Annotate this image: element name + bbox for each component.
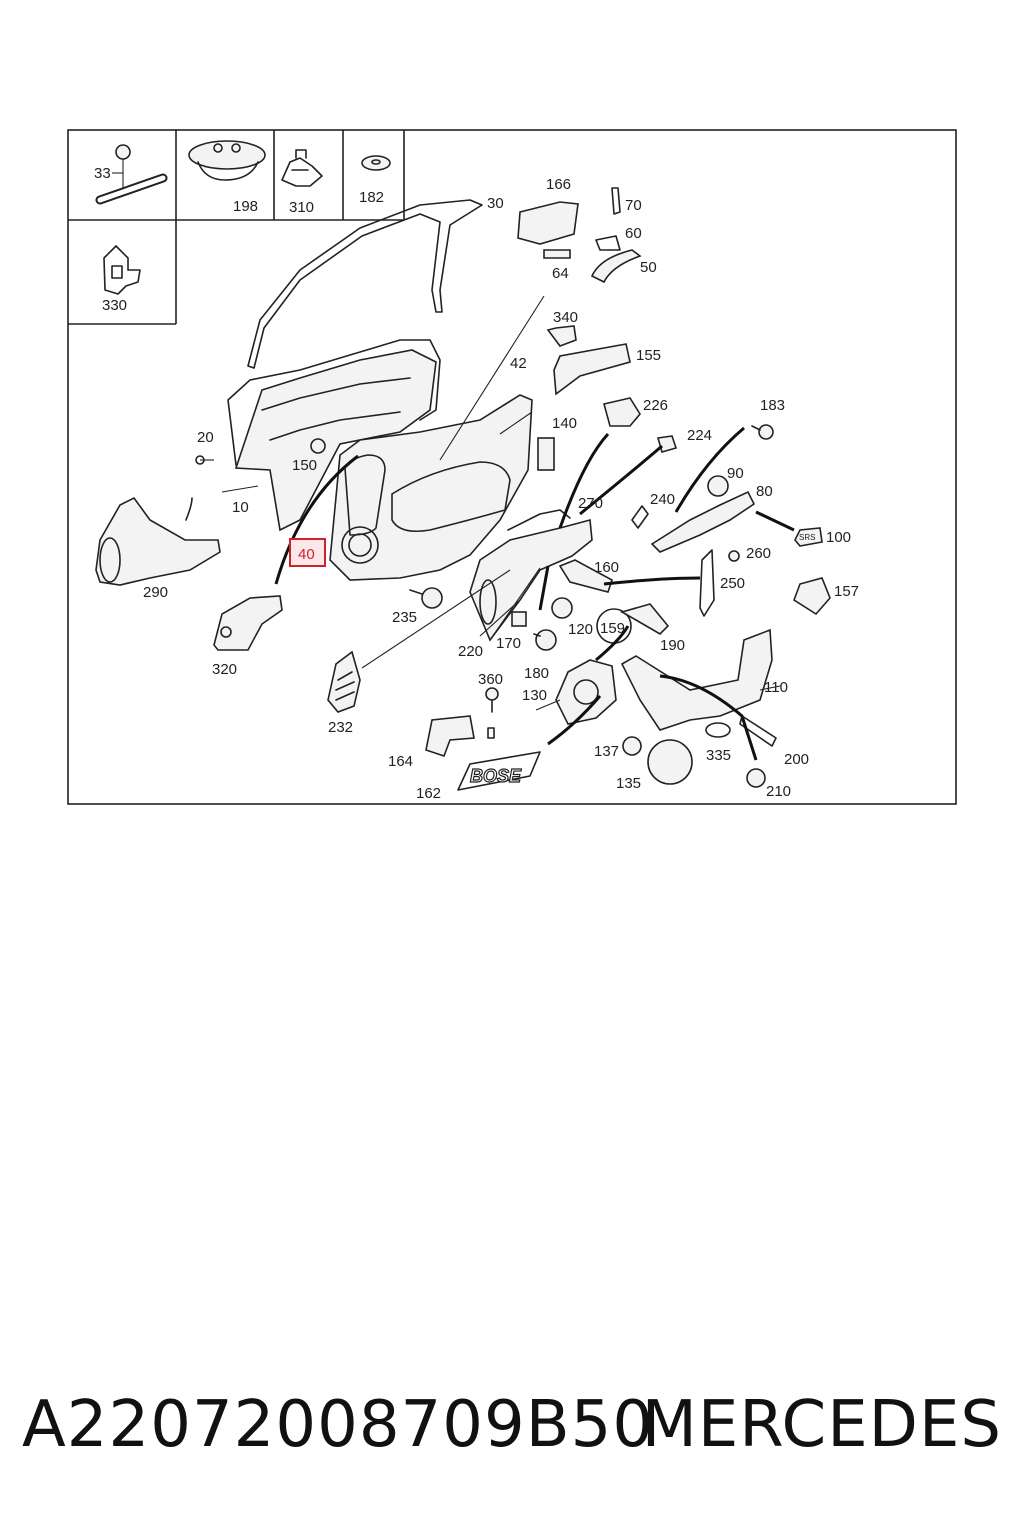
- inset-part-182: [361, 155, 391, 171]
- callout-label: 140: [552, 415, 577, 432]
- callout-label: 155: [636, 347, 661, 364]
- part-90: [707, 475, 729, 497]
- parts-speaker-trims: [622, 715, 777, 788]
- callout-label: 170: [496, 635, 521, 652]
- inset-label: 330: [102, 297, 127, 314]
- callout-label: 60: [625, 225, 642, 242]
- callout-label: 20: [197, 429, 214, 446]
- callout-label: 64: [552, 265, 569, 282]
- callout-label: 110: [764, 679, 788, 696]
- callout-label: 80: [756, 483, 773, 500]
- callout-label: 183: [760, 397, 785, 414]
- callout-label: 160: [594, 559, 619, 576]
- part-162-bose-badge: BOSE: [457, 751, 541, 791]
- part-360: [485, 687, 499, 713]
- callout-label: 30: [487, 195, 504, 212]
- callout-label: 360: [478, 671, 503, 688]
- callout-label: 100: [826, 529, 851, 546]
- highlight-box: [289, 538, 326, 567]
- part-224: [656, 435, 678, 453]
- inset-part-33: [95, 144, 168, 205]
- inset-label: 310: [289, 199, 314, 216]
- callout-label: 50: [640, 259, 657, 276]
- part-232-grille: [327, 650, 361, 713]
- callout-label: 150: [292, 457, 317, 474]
- callout-label: 200: [784, 751, 809, 768]
- door-window-frame: [227, 199, 483, 466]
- callout-label: 10: [232, 499, 249, 516]
- part-100-srs-badge: SRS: [794, 527, 823, 547]
- callout-label: 340: [553, 309, 578, 326]
- part-240: [631, 505, 649, 529]
- footer-caption: A22072008709B50 MERCEDES: [0, 1380, 1024, 1470]
- callout-label: 159: [600, 620, 625, 637]
- inset-part-330: [103, 245, 141, 295]
- part-250-260: [699, 549, 740, 617]
- callout-label: 157: [834, 583, 859, 600]
- part-140: [537, 437, 555, 471]
- srs-badge-text: SRS: [799, 533, 815, 542]
- callout-label: 190: [660, 637, 685, 654]
- callout-label: 137: [594, 743, 619, 760]
- callout-label: 270: [578, 495, 603, 512]
- part-155: [553, 343, 631, 396]
- part-157: [793, 577, 831, 616]
- parts-70-60-50: [590, 187, 642, 284]
- inset-label: 182: [359, 189, 384, 206]
- directional-arrows: [274, 426, 795, 761]
- callout-label: 135: [616, 775, 641, 792]
- callout-label: 224: [687, 427, 712, 444]
- part-183: [751, 424, 774, 440]
- part-number: A22072008709B50: [22, 1388, 655, 1462]
- callout-label: 90: [727, 465, 744, 482]
- inset-labels: 33 198 310 182 330: [94, 165, 384, 314]
- callout-label: 235: [392, 609, 417, 626]
- callout-label: 166: [546, 176, 571, 193]
- part-320-cover: [213, 595, 283, 651]
- brand-name: MERCEDES: [641, 1388, 1002, 1462]
- callout-label: 260: [746, 545, 771, 562]
- parts-fasteners: [409, 587, 670, 651]
- part-340: [546, 325, 577, 347]
- part-80: [650, 490, 756, 553]
- callout-label: 335: [706, 747, 731, 764]
- callout-label: 210: [766, 783, 791, 800]
- callout-label: 120: [568, 621, 593, 638]
- inset-label: 198: [233, 198, 258, 215]
- callout-label: 232: [328, 719, 353, 736]
- callout-label: 290: [143, 584, 168, 601]
- inset-part-310: [281, 149, 323, 187]
- part-164-bracket: [425, 715, 495, 758]
- callout-label: 162: [416, 785, 441, 802]
- bose-logo-text: BOSE: [470, 766, 522, 786]
- callout-label: 250: [720, 575, 745, 592]
- part-290-cover: [95, 496, 221, 586]
- callout-label: 226: [643, 397, 668, 414]
- leader-lines: [200, 295, 781, 711]
- callout-label: 130: [522, 687, 547, 704]
- door-inner-module: [195, 349, 437, 532]
- callout-labels: 30 166 70 60 64 50 340 42 155 140 226 18…: [143, 176, 859, 802]
- callout-label: 220: [458, 643, 483, 660]
- callout-label: 320: [212, 661, 237, 678]
- callout-label: 180: [524, 665, 549, 682]
- callout-label: 164: [388, 753, 413, 770]
- part-160: [558, 559, 613, 593]
- callout-label: 240: [650, 491, 675, 508]
- part-226: [603, 397, 641, 427]
- callout-label: 42: [510, 355, 527, 372]
- callout-label: 70: [625, 197, 642, 214]
- part-166: [517, 201, 579, 259]
- part-110-pull: [620, 628, 773, 731]
- inset-part-198: [188, 140, 266, 181]
- inset-grid: [68, 130, 405, 325]
- callout-label: 40: [298, 546, 315, 563]
- inset-label: 33: [94, 165, 111, 182]
